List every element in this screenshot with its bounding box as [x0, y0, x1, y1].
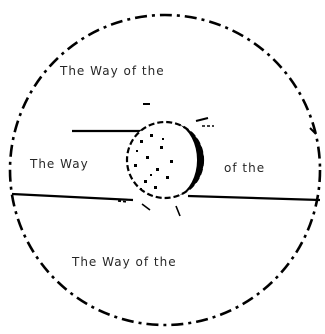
lower-mark-2: [175, 205, 181, 217]
label-right: of the: [224, 161, 266, 175]
label-left: The Way: [30, 157, 89, 171]
label-top: The Way of the: [60, 64, 165, 78]
right-edge-mark: [309, 127, 317, 135]
left-lower-line: [11, 192, 134, 202]
upper-right-mark: [195, 117, 209, 122]
outer-dashed-circle: [8, 13, 322, 327]
lower-left-dashes: [117, 200, 129, 203]
right-lower-line: [187, 194, 321, 202]
lower-mark-1: [141, 203, 151, 211]
sphere-shadow: [178, 124, 204, 196]
label-bottom: The Way of the: [72, 255, 177, 269]
sphere-speckles: [134, 134, 173, 190]
